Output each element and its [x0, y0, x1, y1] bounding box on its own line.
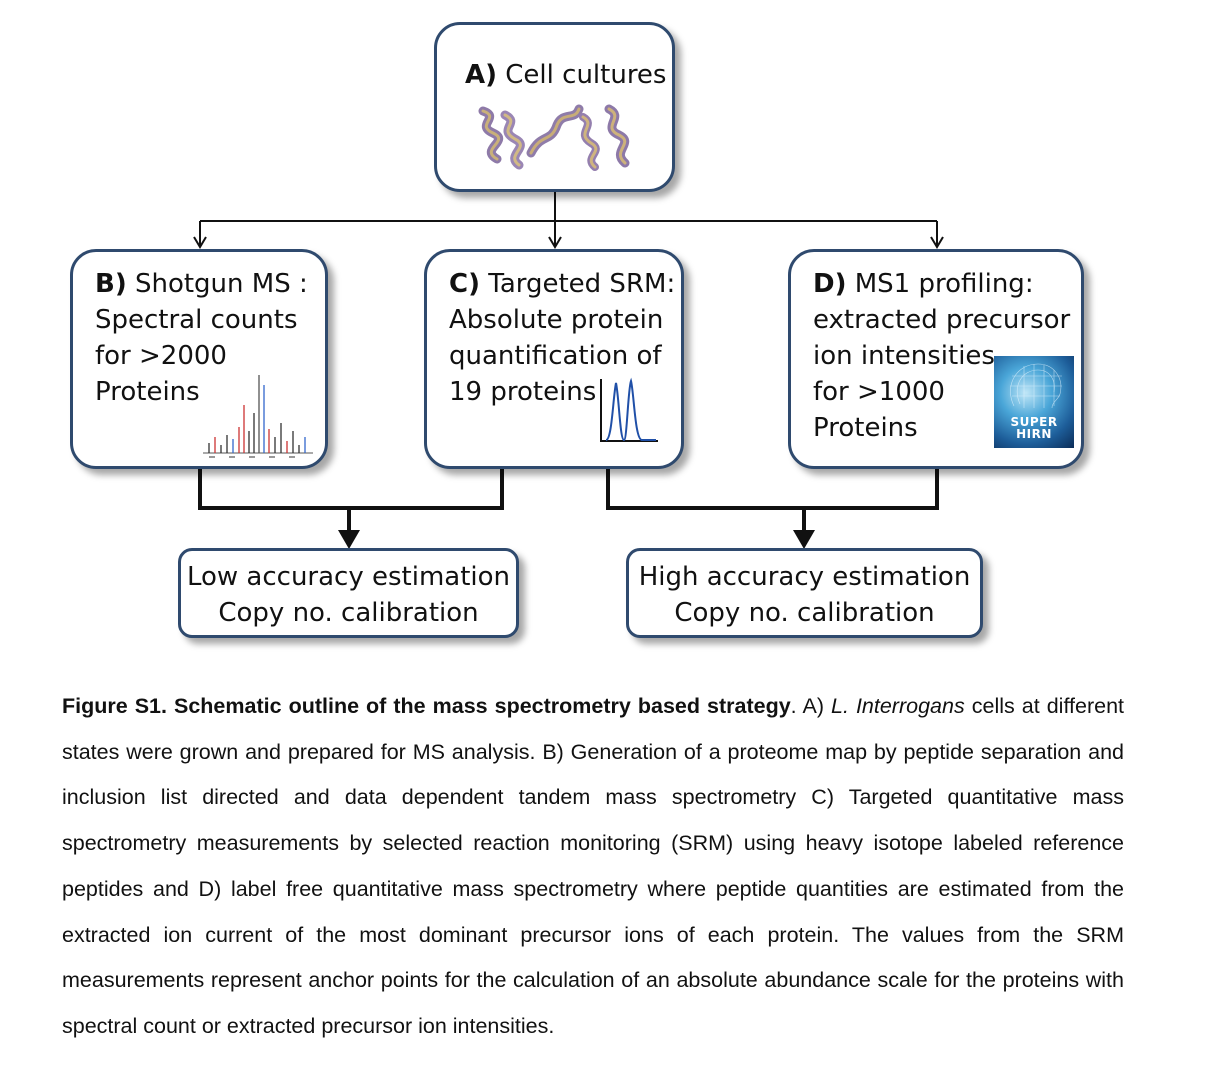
high-line2: Copy no. calibration — [674, 598, 935, 628]
box-d-line3: ion intensities — [813, 341, 995, 371]
high-line1: High accuracy estimation — [638, 562, 971, 592]
box-d-line4: for >1000 — [813, 377, 945, 407]
low-line2: Copy no. calibration — [218, 598, 479, 628]
figure-caption: Figure S1. Schematic outline of the mass… — [62, 684, 1124, 1050]
caption-part1: . A) — [790, 694, 831, 718]
box-d-line5: Proteins — [813, 413, 918, 443]
flow-connectors — [193, 192, 944, 549]
high-arrowhead — [793, 530, 815, 549]
srm-peak-icon — [600, 377, 658, 442]
low-line1: Low accuracy estimation — [186, 562, 511, 592]
box-b-line1: Shotgun MS : — [134, 269, 308, 299]
box-c-line4: 19 proteins — [449, 377, 597, 407]
box-d-line2: extracted precursor — [813, 305, 1071, 335]
logo-line2: HIRN — [1016, 427, 1052, 441]
low-arrowhead — [338, 530, 360, 549]
caption-title: Figure S1. Schematic outline of the mass… — [62, 694, 791, 718]
box-targeted-srm: C) Targeted SRM: Absolute protein quanti… — [424, 249, 684, 469]
box-d-line1: MS1 profiling: — [854, 269, 1034, 299]
box-ms1-profiling: D) MS1 profiling: extracted precursor io… — [788, 249, 1084, 469]
box-cell-cultures: A) Cell cultures — [434, 22, 675, 192]
superhirn-logo: SUPER HIRN — [994, 356, 1074, 448]
caption-species: L. Interrogans — [831, 694, 965, 718]
box-a-label: A) — [465, 60, 498, 90]
box-c-line2: Absolute protein — [449, 305, 664, 335]
box-b-line4: Proteins — [95, 377, 200, 407]
box-a-title: Cell cultures — [505, 60, 667, 90]
box-high-accuracy: High accuracy estimation Copy no. calibr… — [626, 548, 983, 638]
box-shotgun-ms: B) Shotgun MS : Spectral counts for >200… — [70, 249, 328, 469]
caption-body: cells at different states were grown and… — [62, 694, 1125, 1038]
bacteria-cells-image — [478, 104, 630, 171]
mass-spectrum-icon — [203, 375, 313, 458]
high-merge-connector — [606, 466, 939, 538]
box-c-line3: quantification of — [449, 341, 662, 371]
box-b-line2: Spectral counts — [95, 305, 298, 335]
box-c-line1: Targeted SRM: — [488, 269, 676, 299]
logo-line1: SUPER — [1010, 415, 1058, 429]
box-d-label: D) — [813, 269, 847, 299]
box-b-line3: for >2000 — [95, 341, 227, 371]
low-merge-connector — [198, 466, 504, 538]
top-split-connector — [193, 192, 944, 249]
head-grid-icon — [1010, 363, 1062, 409]
box-c-label: C) — [449, 269, 480, 299]
box-b-label: B) — [95, 269, 127, 299]
box-low-accuracy: Low accuracy estimation Copy no. calibra… — [178, 548, 519, 638]
